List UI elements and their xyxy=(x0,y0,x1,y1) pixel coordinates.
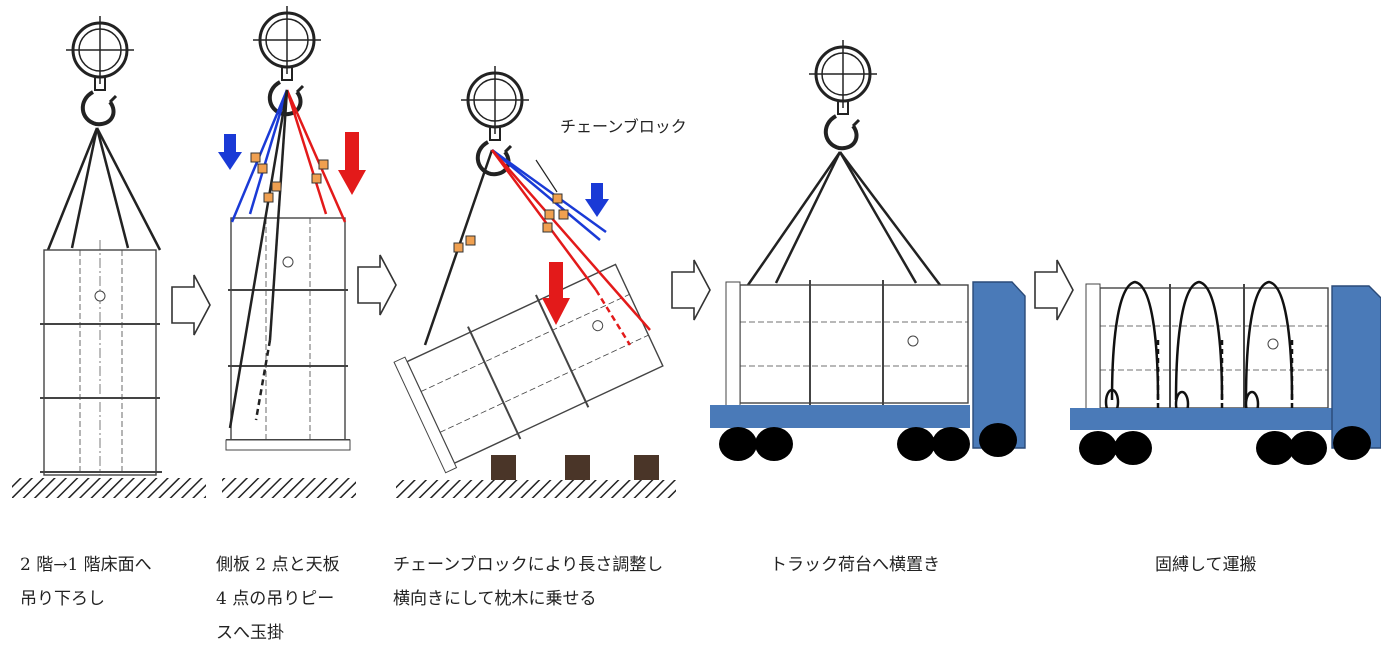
crane-hook-icon xyxy=(807,38,879,151)
step-arrow-icon xyxy=(671,259,711,321)
crane-hook-icon xyxy=(459,64,531,177)
down-arrow-icon xyxy=(542,262,570,325)
wheel-icon xyxy=(1079,426,1371,465)
wheel-icon xyxy=(719,423,1017,461)
down-arrow-icon xyxy=(338,132,366,195)
step-caption: 側板 2 点と天板 4 点の吊りピー スへ玉掛 xyxy=(216,555,340,643)
lifting-procedure-diagram: チェーンブロック xyxy=(12,4,1381,498)
floor xyxy=(12,478,206,498)
crane-hook-icon xyxy=(64,14,136,127)
step-2-figure xyxy=(218,4,366,498)
down-arrow-icon xyxy=(218,134,242,170)
label-leader xyxy=(535,159,558,193)
step-5-figure xyxy=(1070,280,1381,465)
floor xyxy=(396,480,676,498)
step-caption: 固縛して運搬 xyxy=(1155,555,1257,575)
sling-lines xyxy=(746,151,941,286)
step-caption: チェーンブロックにより長さ調整し 横向きにして枕木に乗せる xyxy=(393,555,664,609)
step-1-figure xyxy=(12,14,206,498)
step-caption: 2 階→1 階床面へ 吊り下ろし xyxy=(20,555,152,609)
sling-lines xyxy=(46,127,162,251)
floor xyxy=(222,478,356,498)
sling-lines xyxy=(228,89,347,429)
vessel-upright xyxy=(225,217,351,451)
step-4-figure xyxy=(710,38,1026,461)
vessel-upright xyxy=(40,240,162,476)
step-arrow-icon xyxy=(171,274,211,336)
chain-block-label: チェーンブロック xyxy=(560,117,687,136)
vessel-tilted xyxy=(393,263,664,474)
wood-blocks xyxy=(491,455,659,480)
step-arrow-icon xyxy=(1034,259,1074,321)
vessel-horizontal xyxy=(725,280,969,407)
down-arrow-icon xyxy=(585,183,609,217)
lashing-hidden xyxy=(1156,340,1294,412)
truck xyxy=(1070,285,1381,449)
lashing-loops xyxy=(1104,280,1294,418)
step-arrow-icon xyxy=(357,254,397,316)
step-caption: トラック荷台へ横置き xyxy=(770,555,940,575)
step-3-figure: チェーンブロック xyxy=(393,64,687,498)
chain-block-markers xyxy=(453,193,569,253)
chain-block-markers xyxy=(250,152,329,203)
truck xyxy=(710,281,1026,449)
